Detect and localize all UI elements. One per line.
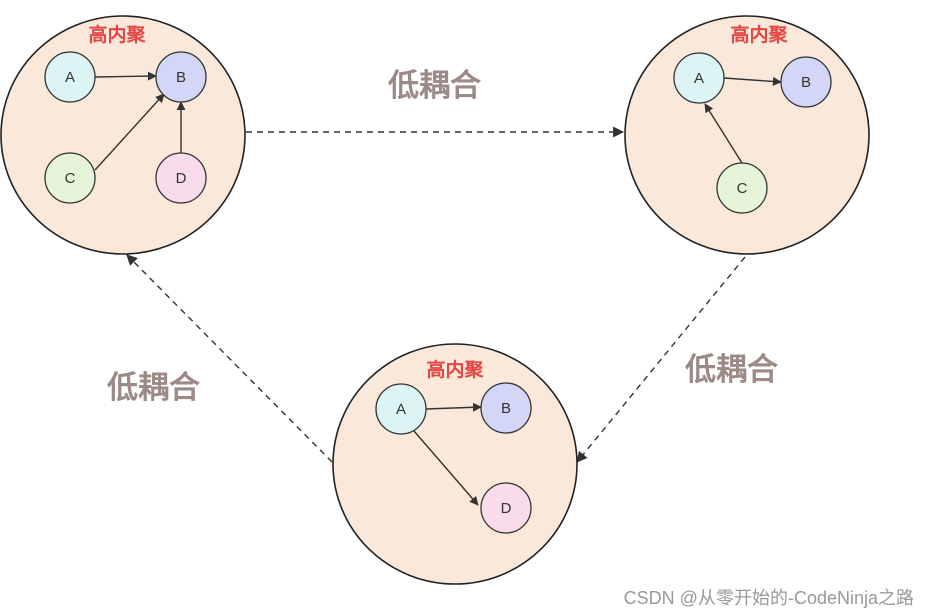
node-label: B bbox=[801, 74, 811, 91]
module-1: 高内聚 A B C D bbox=[0, 15, 246, 255]
node-label: A bbox=[65, 69, 75, 86]
node-circle bbox=[155, 152, 207, 204]
dependency-edge-a-b bbox=[425, 402, 482, 412]
node-a: A bbox=[375, 383, 427, 435]
node-a: A bbox=[673, 52, 725, 104]
node-label: C bbox=[65, 170, 76, 187]
node-d: D bbox=[155, 152, 207, 204]
node-circle bbox=[480, 382, 532, 434]
node-b: B bbox=[155, 51, 207, 103]
node-a: A bbox=[44, 51, 96, 103]
node-label: B bbox=[176, 69, 186, 86]
node-circle bbox=[375, 383, 427, 435]
module-2: 高内聚 A B C bbox=[624, 15, 870, 255]
node-circle bbox=[44, 152, 96, 204]
node-b: B bbox=[780, 56, 832, 108]
module-title: 高内聚 bbox=[88, 23, 146, 46]
dependency-edge-a-d bbox=[413, 430, 479, 506]
coupling-arrow-2 bbox=[576, 256, 746, 463]
node-circle bbox=[780, 56, 832, 108]
coupling-label-1: 低耦合 bbox=[387, 68, 481, 104]
coupling-connectors bbox=[126, 126, 746, 463]
node-label: B bbox=[501, 400, 511, 417]
dependency-edge-a-b bbox=[94, 71, 157, 81]
node-c: C bbox=[716, 162, 768, 214]
watermark-text: CSDN @从零开始的-CodeNinja之路 bbox=[624, 588, 914, 608]
coupling-label-3: 低耦合 bbox=[106, 370, 200, 406]
node-circle bbox=[44, 51, 96, 103]
module-boundary bbox=[0, 15, 246, 255]
node-label: C bbox=[737, 180, 748, 197]
node-label: A bbox=[396, 401, 406, 418]
node-circle bbox=[673, 52, 725, 104]
node-circle bbox=[480, 482, 532, 534]
module-title: 高内聚 bbox=[730, 23, 788, 46]
node-label: D bbox=[176, 170, 187, 187]
module-3: 高内聚 A B D bbox=[332, 343, 578, 585]
coupling-arrow-3 bbox=[126, 254, 333, 463]
node-d: D bbox=[480, 482, 532, 534]
node-c: C bbox=[44, 152, 96, 204]
module-title: 高内聚 bbox=[426, 358, 484, 381]
module-boundary bbox=[624, 15, 870, 255]
dependency-edge-c-b bbox=[94, 93, 165, 171]
node-label: A bbox=[694, 70, 704, 87]
coupling-label-2: 低耦合 bbox=[684, 352, 778, 388]
dependency-edge-a-b bbox=[723, 76, 782, 86]
node-circle bbox=[716, 162, 768, 214]
node-circle bbox=[155, 51, 207, 103]
node-b: B bbox=[480, 382, 532, 434]
dependency-edge-c-a bbox=[704, 103, 743, 164]
node-label: D bbox=[501, 500, 512, 517]
modules: 高内聚 A B C D 高内聚 A B C 高内聚 A B D bbox=[0, 15, 870, 585]
